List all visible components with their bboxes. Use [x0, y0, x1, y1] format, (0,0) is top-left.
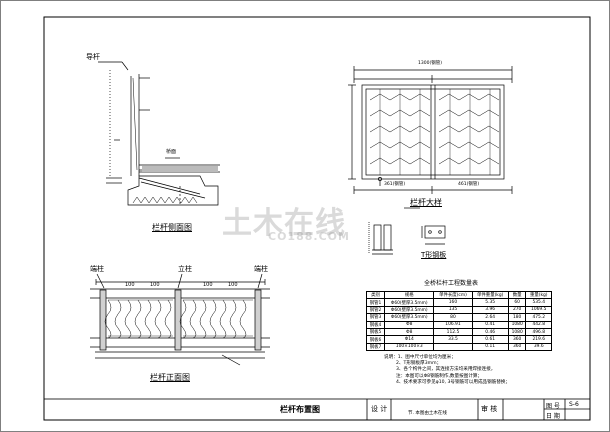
table-cell: 360 [507, 335, 527, 344]
side-post-label: 导杆 [86, 53, 100, 61]
table-cell: 39.6 [525, 342, 552, 352]
quantity-table: 类别 规格 单件长度(cm) 单件重量(kg) 数量 重量(kg) 钢管1 Φ6… [365, 290, 552, 352]
table-header-row: 类别 规格 单件长度(cm) 单件重量(kg) 数量 重量(kg) [365, 290, 552, 300]
detail-total-dim: 1300(钢管) [418, 61, 442, 66]
front-mid-label: 立柱 [178, 265, 192, 273]
table-cell: 33.5 [433, 335, 473, 344]
note-line: 2、T形钢板厚3mm； [396, 361, 442, 367]
table-header-cell: 重量(kg) [525, 290, 552, 300]
title-block-lines [43, 398, 591, 421]
table-cell: 219.6 [525, 335, 552, 344]
table-cell: 5.35 [471, 298, 509, 307]
sheet-label: 图 号 [546, 403, 560, 410]
table-header-cell: 数量 [507, 290, 527, 300]
check-label: 审 核 [481, 405, 498, 413]
detail-title: 栏杆大样 [410, 198, 442, 207]
table-header-cell: 单件长度(cm) [433, 290, 473, 300]
table-cell: 160 [433, 298, 473, 307]
table-cell: 100×100×3 [384, 342, 435, 352]
table-cell: 钢板4 [365, 320, 386, 329]
side-bridge-label: 桥面 [166, 149, 177, 155]
table-cell: Φ60(壁厚3.5mm) [384, 313, 435, 322]
front-view-title: 栏杆正面图 [150, 373, 190, 382]
table-cell: 80 [433, 313, 473, 322]
side-view-title: 栏杆侧面图 [152, 223, 192, 232]
t-plate-drawing [368, 222, 446, 255]
front-dim-3: 100 [203, 282, 213, 288]
table-row: 钢板6 Φ14 33.5 0.61 360 219.6 [365, 335, 552, 344]
front-dim-2: 100 [150, 282, 160, 288]
drawing-name: 栏杆布置图 [280, 405, 320, 414]
t-plate-title: T形钢板 [421, 251, 447, 259]
table-row: 钢管3 Φ60(壁厚3.5mm) 80 2.64 180 475.2 [365, 313, 552, 322]
notes-block: 说明：1、图中尺寸单位均为厘米； 2、T形钢板厚3mm； 3、各个构件之间，其连… [384, 355, 510, 386]
table-cell: 270 [507, 305, 527, 315]
table-cell: Φ14 [384, 335, 435, 344]
table-cell: Φ8 [384, 320, 435, 329]
table-cell: 1080 [507, 320, 527, 329]
table-cell: 0.11 [471, 342, 509, 352]
table-header-cell: 单件重量(kg) [471, 290, 509, 300]
table-cell: 1069.5 [525, 305, 552, 315]
table-header-cell: 规格 [384, 290, 435, 300]
table-cell: 钢管1 [365, 298, 386, 307]
table-cell: 496.8 [525, 327, 552, 337]
table-cell: 180 [507, 313, 527, 322]
table-row: 钢管2 Φ60(壁厚3.5mm) 135 3.96 270 1069.5 [365, 305, 552, 315]
front-dim-1: 100 [125, 282, 135, 288]
table-cell: 475.2 [525, 313, 552, 322]
table-cell: 442.8 [525, 320, 552, 329]
detail-bottom-left-dim: 361(钢管) [384, 182, 406, 187]
table-cell: Φ8 [384, 327, 435, 337]
table-cell: 钢板5 [365, 327, 386, 337]
detail-bottom-right-dim: 461(钢管) [458, 182, 480, 187]
side-view-drawing [98, 61, 220, 206]
table-cell: 2.64 [471, 313, 509, 322]
front-left-label: 端柱 [90, 265, 104, 273]
table-header-cell: 类别 [365, 290, 386, 300]
table-cell: 60 [507, 298, 527, 307]
table-cell: 0.41 [471, 320, 509, 329]
table-row: 钢板5 Φ8 112.5 0.46 1080 496.8 [365, 327, 552, 337]
table-cell: Φ60(壁厚3.5mm) [384, 305, 435, 315]
table-cell [433, 342, 473, 352]
table-cell: 0.46 [471, 327, 509, 337]
note-line: 注：本图可以Φ8钢筋制作,数量按图计算； [396, 373, 483, 379]
watermark-sub: CO188.COM [268, 230, 350, 243]
title-small-note: 节. 本图由土木在线 [408, 411, 447, 416]
table-cell: 钢管3 [365, 313, 386, 322]
table-cell: 106.91 [433, 320, 473, 329]
table-cell: 3.96 [471, 305, 509, 315]
design-label: 设 计 [371, 405, 388, 413]
date-label: 日 期 [546, 413, 560, 420]
table-cell: 112.5 [433, 327, 473, 337]
table-row: 钢管1 Φ60(壁厚3.5mm) 160 5.35 60 535.4 [365, 298, 552, 307]
table-cell: 135 [433, 305, 473, 315]
table-cell: 535.4 [525, 298, 552, 307]
detail-drawing [348, 66, 513, 209]
note-line: 3、各个构件之间，其连接方法均采用焊接连接， [396, 367, 496, 373]
front-right-label: 端柱 [254, 265, 268, 273]
note-line: 4、技术要求可参见φ10, 3号钢筋可以用成品钢筋替换； [396, 379, 511, 385]
table-cell: 钢板7 [365, 342, 386, 352]
note-line: 说明：1、图中尺寸单位均为厘米； [384, 355, 456, 360]
table-cell: Φ60(壁厚3.5mm) [384, 298, 435, 307]
table-row: 钢板4 Φ8 106.91 0.41 1080 442.8 [365, 320, 552, 329]
table-cell: 360 [507, 342, 527, 352]
table-cell: 0.61 [471, 335, 509, 344]
front-dim-4: 100 [228, 282, 238, 288]
table-title: 全桥栏杆工程数量表 [424, 280, 479, 287]
table-cell: 1080 [507, 327, 527, 337]
table-cell: 钢管2 [365, 305, 386, 315]
table-cell: 钢板6 [365, 335, 386, 344]
table-row: 钢板7 100×100×3 0.11 360 39.6 [365, 342, 552, 352]
front-view-drawing [90, 273, 270, 366]
side-view-deck [142, 166, 218, 172]
sheet-number: S-6 [569, 401, 579, 408]
watermark-main: 土木在线 [222, 206, 346, 241]
